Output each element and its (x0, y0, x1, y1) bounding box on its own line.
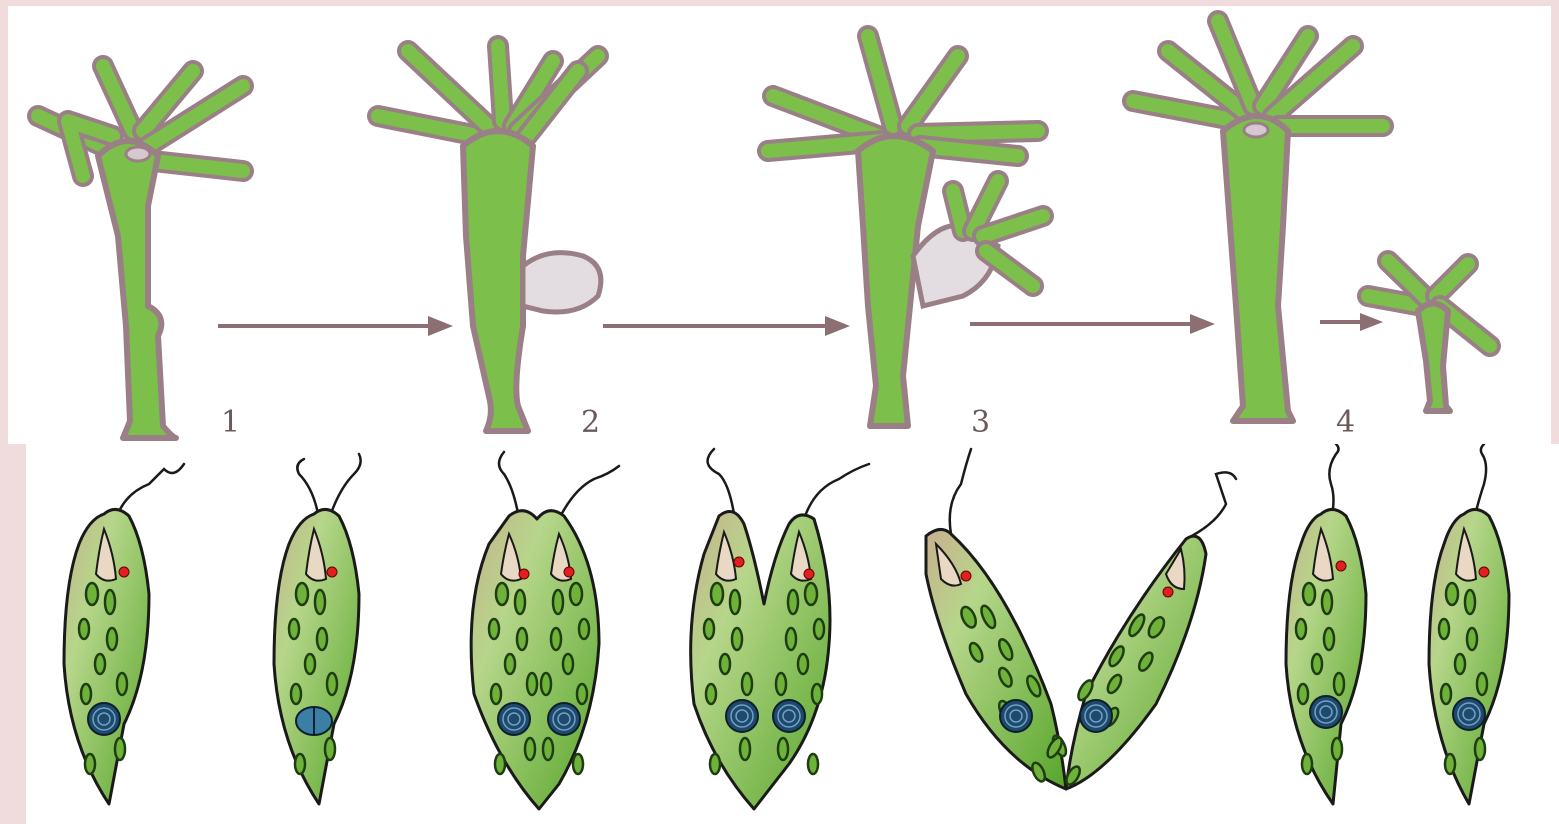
euglena-daughter-right (1429, 444, 1509, 804)
euglena-division-panel (26, 444, 1559, 824)
bud-stage-2 (523, 253, 601, 312)
euglena-stage-4 (691, 449, 869, 809)
euglena-stage-2 (274, 454, 361, 804)
hydra-stage-1: 1 (38, 66, 243, 440)
hydra-stage-4-parent: 4 (1133, 21, 1383, 440)
euglena-stage-1 (64, 464, 184, 804)
stage-number-1: 1 (221, 405, 240, 440)
hydra-budding-diagram: 1 2 (8, 6, 1551, 444)
hydra-stage-3: 3 (768, 36, 1043, 440)
stage-number-4: 4 (1336, 405, 1355, 440)
euglena-stage-3 (471, 452, 619, 809)
arrow-head-4 (1360, 313, 1383, 331)
hydra-budding-panel: 1 2 (8, 6, 1551, 444)
euglena-daughter-left (1286, 444, 1366, 804)
hydra-offspring (1368, 261, 1490, 411)
arrow-head-1 (428, 316, 453, 336)
stage-number-3: 3 (971, 405, 990, 440)
arrow-head-3 (1190, 314, 1215, 334)
arrow-head-2 (825, 316, 850, 336)
stage-number-2: 2 (581, 405, 600, 440)
euglena-stage-5 (926, 449, 1236, 790)
euglena-division-diagram (26, 444, 1559, 824)
hydra-stage-2: 2 (378, 46, 601, 440)
